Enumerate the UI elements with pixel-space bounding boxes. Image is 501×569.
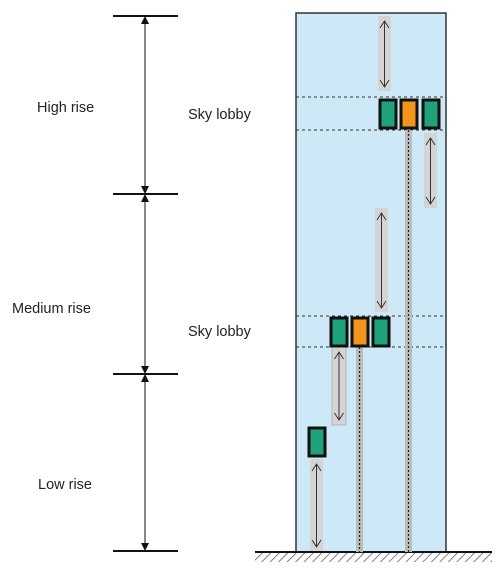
local-elevator-car-high-1 (378, 98, 398, 130)
travel-arrow-high-upper (378, 16, 391, 91)
sky-lobby-floor-lines (296, 96, 446, 348)
zone-label-high: High rise (37, 100, 94, 116)
express-elevator-car-lower (350, 316, 370, 348)
local-elevator-car-low (307, 426, 327, 458)
sky-lobby-label-lower: Sky lobby (188, 324, 252, 340)
travel-arrow-high-lower (424, 133, 437, 208)
travel-arrow-low (310, 459, 323, 551)
sky-lobby-label-upper: Sky lobby (188, 107, 252, 123)
travel-arrow-medium-upper (375, 208, 388, 312)
express-shafts (356, 130, 412, 552)
ground (255, 551, 492, 562)
travel-arrow-medium-lower (331, 346, 347, 426)
local-elevator-car-high-2 (421, 98, 441, 130)
zone-label-medium: Medium rise (12, 301, 91, 317)
zone-label-low: Low rise (38, 477, 92, 493)
local-elevator-car-medium-2 (371, 316, 391, 348)
local-elevator-car-medium-1 (329, 316, 349, 348)
express-elevator-car-upper (399, 98, 419, 130)
travel-arrows (310, 16, 437, 551)
zone-dimension-line (113, 15, 178, 552)
elevator-cars (307, 98, 441, 458)
